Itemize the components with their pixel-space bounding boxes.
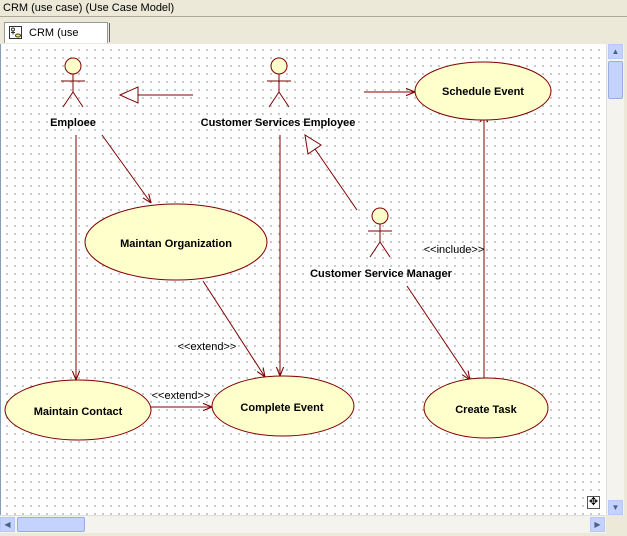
generalization-csm-cse[interactable] bbox=[314, 148, 358, 211]
actor-csm-label: Customer Service Manager bbox=[310, 268, 453, 280]
diagram-canvas[interactable]: Emploee Customer Services Employee Custo… bbox=[0, 44, 606, 515]
scroll-up-button[interactable]: ▲ bbox=[608, 44, 623, 59]
extend-maintain-org-complete[interactable] bbox=[202, 280, 265, 377]
horizontal-scrollbar[interactable]: ◀ ▶ bbox=[0, 515, 606, 533]
actor-cse-label: Customer Services Employee bbox=[201, 117, 356, 129]
use-case-maintain-org-label: Maintan Organization bbox=[120, 238, 232, 250]
scroll-right-button[interactable]: ▶ bbox=[590, 517, 605, 532]
generalization-arrowhead-2 bbox=[304, 133, 322, 155]
use-case-schedule-event-label: Schedule Event bbox=[442, 86, 524, 98]
actor-customer-service-manager[interactable] bbox=[368, 207, 392, 258]
extend-stereotype-1: <<extend>> bbox=[178, 341, 237, 353]
scroll-down-button[interactable]: ▼ bbox=[608, 500, 623, 515]
generalization-arrowhead bbox=[118, 86, 139, 104]
actor-employee-label: Emploee bbox=[50, 117, 96, 129]
scrollbar-corner bbox=[606, 515, 623, 532]
tab-separator bbox=[109, 23, 110, 42]
vertical-scrollbar[interactable]: ▲ ▼ bbox=[606, 44, 624, 515]
horizontal-scroll-thumb[interactable] bbox=[17, 517, 85, 532]
scroll-left-button[interactable]: ◀ bbox=[0, 517, 15, 532]
actor-customer-services-employee[interactable] bbox=[267, 57, 291, 108]
include-stereotype: <<include>> bbox=[424, 244, 485, 256]
use-case-schedule-event[interactable] bbox=[414, 61, 552, 121]
use-case-maintain-contact[interactable] bbox=[4, 379, 152, 441]
extend-stereotype-2: <<extend>> bbox=[152, 390, 211, 402]
use-case-maintain-organization[interactable] bbox=[84, 203, 268, 281]
use-case-create-task[interactable] bbox=[423, 377, 549, 439]
use-case-complete-event[interactable] bbox=[211, 375, 355, 437]
vertical-scroll-thumb[interactable] bbox=[608, 61, 623, 99]
use-case-complete-event-label: Complete Event bbox=[240, 402, 323, 414]
use-case-maintain-contact-label: Maintain Contact bbox=[34, 406, 123, 418]
tab-crm-use-case[interactable]: CRM (use case) bbox=[4, 22, 108, 59]
use-case-diagram-icon bbox=[9, 26, 22, 39]
actor-employee[interactable] bbox=[61, 57, 85, 108]
use-case-create-task-label: Create Task bbox=[455, 404, 517, 416]
tab-strip: CRM (use case) bbox=[0, 18, 627, 59]
window-title: CRM (use case) (Use Case Model) bbox=[0, 0, 627, 17]
assoc-employee-maintain-org[interactable] bbox=[101, 134, 151, 203]
assoc-csm-create-task[interactable] bbox=[406, 285, 470, 380]
pan-icon[interactable]: ✥ bbox=[587, 496, 600, 509]
